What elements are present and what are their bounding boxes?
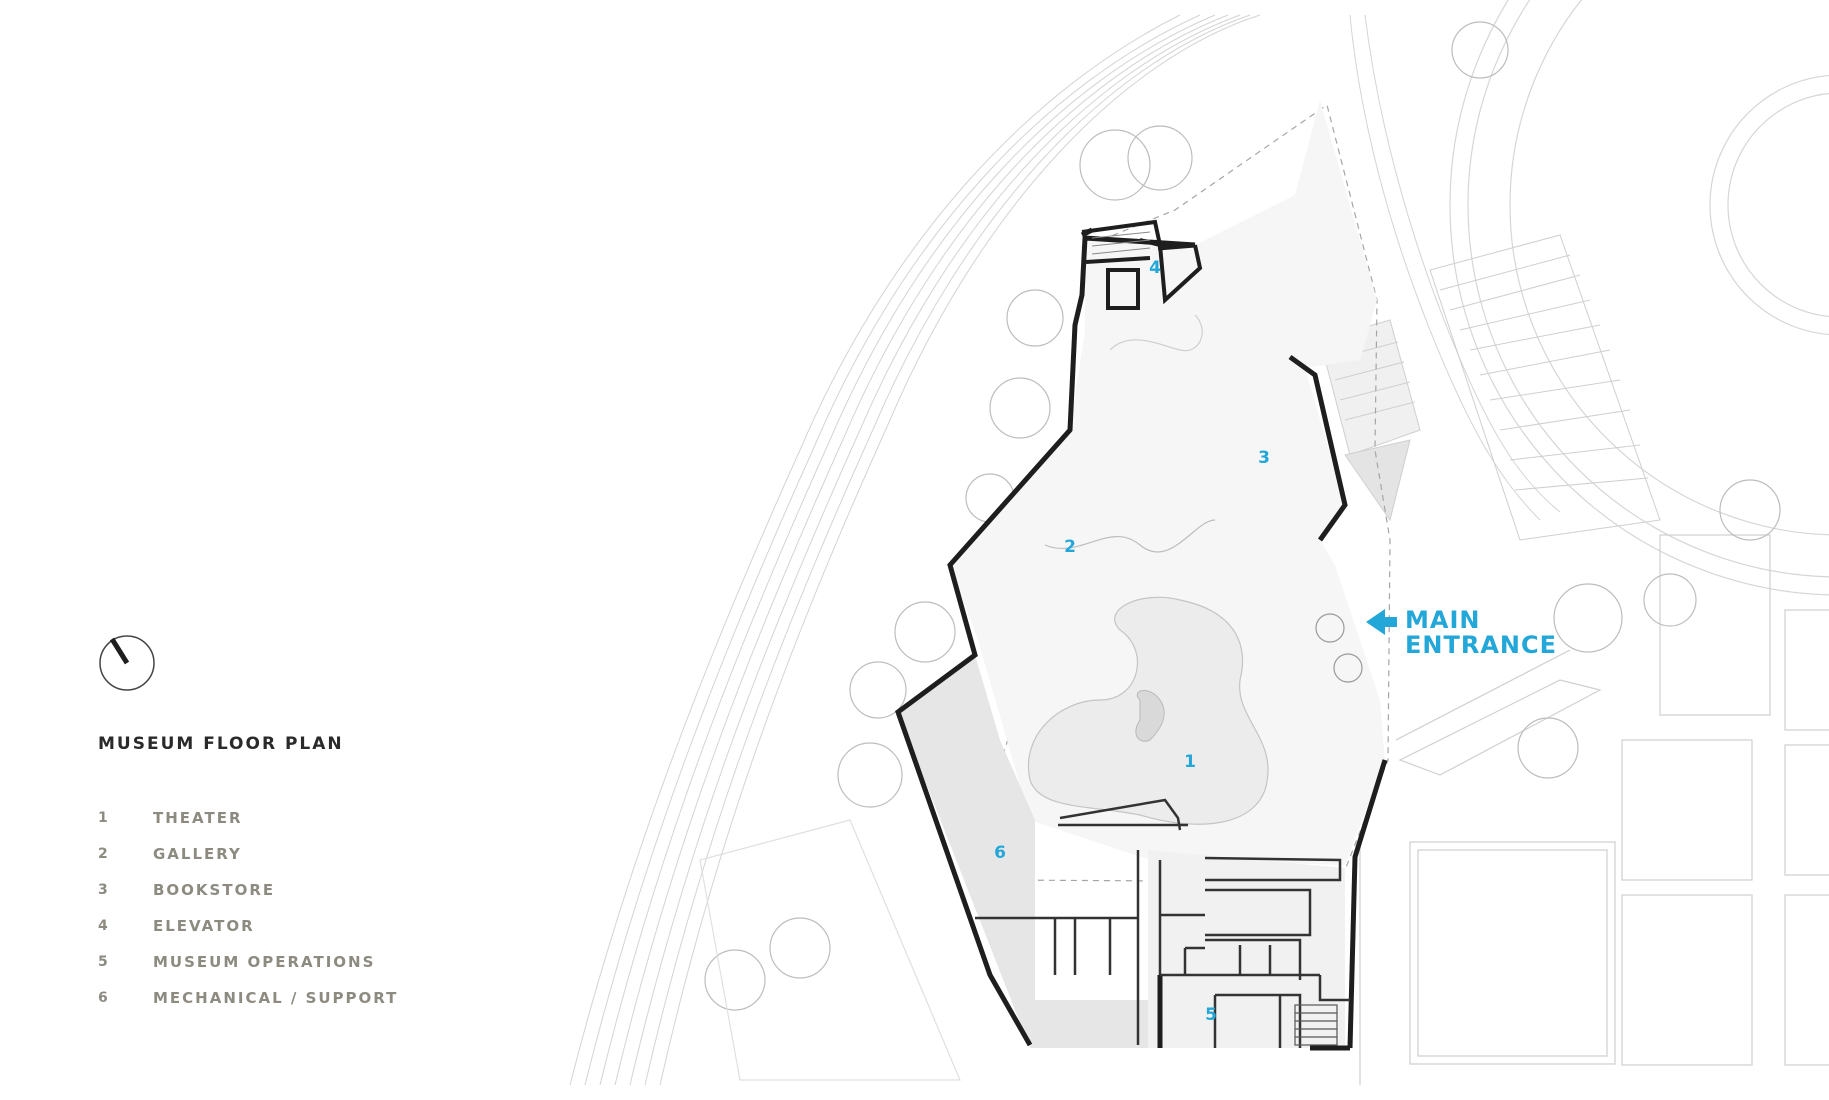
legend-item-theater: 1 THEATER xyxy=(98,800,398,836)
operations-zone-fill xyxy=(1148,850,1345,1048)
room-tag-mechanical: 6 xyxy=(994,843,1006,863)
legend-item-operations: 5 MUSEUM OPERATIONS xyxy=(98,944,398,980)
exterior-walls xyxy=(895,227,1388,1051)
legend-number: 3 xyxy=(98,882,109,898)
north-arrow-icon xyxy=(99,635,155,691)
legend-number: 4 xyxy=(98,918,109,934)
entrance-arrow-icon xyxy=(1366,609,1397,635)
site-landscape xyxy=(569,14,1561,1086)
legend-label: MUSEUM OPERATIONS xyxy=(153,953,376,971)
gallery-wall-curve-2 xyxy=(1109,314,1203,352)
support-zone-fill xyxy=(898,655,1148,1048)
room-tag-gallery: 2 xyxy=(1064,537,1076,557)
main-entrance-marker: MAIN ENTRANCE xyxy=(1366,606,1557,659)
room-tag-elevator: 4 xyxy=(1149,258,1161,278)
legend-label: BOOKSTORE xyxy=(153,881,276,899)
entrance-label-line1: MAIN xyxy=(1405,606,1480,634)
plaza-circle xyxy=(1449,0,1829,596)
plan-title: MUSEUM FLOOR PLAN xyxy=(98,734,344,754)
elevator-core xyxy=(1081,219,1203,310)
legend-label: ELEVATOR xyxy=(153,917,255,935)
roof-outline xyxy=(979,104,1391,883)
service-stair xyxy=(1294,1004,1338,1046)
legend-item-elevator: 4 ELEVATOR xyxy=(98,908,398,944)
garden-beds xyxy=(1359,534,1829,1085)
room-tag-bookstore: 3 xyxy=(1258,448,1270,468)
interior-partitions xyxy=(975,798,1350,1048)
legend-number: 6 xyxy=(98,990,109,1006)
legend-item-mechanical: 6 MECHANICAL / SUPPORT xyxy=(98,980,398,1016)
legend-number: 1 xyxy=(98,810,109,826)
room-tag-theater: 1 xyxy=(1184,752,1196,772)
stage xyxy=(1135,690,1165,742)
legend-item-gallery: 2 GALLERY xyxy=(98,836,398,872)
entrance-doors xyxy=(1315,613,1363,683)
gallery-wall-curve xyxy=(1044,519,1216,553)
legend-label: GALLERY xyxy=(153,845,242,863)
legend-number: 2 xyxy=(98,846,109,862)
room-tag-operations: 5 xyxy=(1205,1005,1217,1025)
legend-item-bookstore: 3 BOOKSTORE xyxy=(98,872,398,908)
building-floor xyxy=(950,100,1385,865)
legend-label: THEATER xyxy=(153,809,243,827)
room-tags: 1 2 3 4 5 6 xyxy=(994,258,1270,1025)
elevator-stair-lines xyxy=(1091,231,1151,255)
room-legend: 1 THEATER 2 GALLERY 3 BOOKSTORE 4 ELEVAT… xyxy=(98,800,398,1016)
legend-number: 5 xyxy=(98,954,109,970)
entrance-label-line2: ENTRANCE xyxy=(1405,631,1557,659)
trees xyxy=(699,21,1781,1081)
legend-label: MECHANICAL / SUPPORT xyxy=(153,989,399,1007)
